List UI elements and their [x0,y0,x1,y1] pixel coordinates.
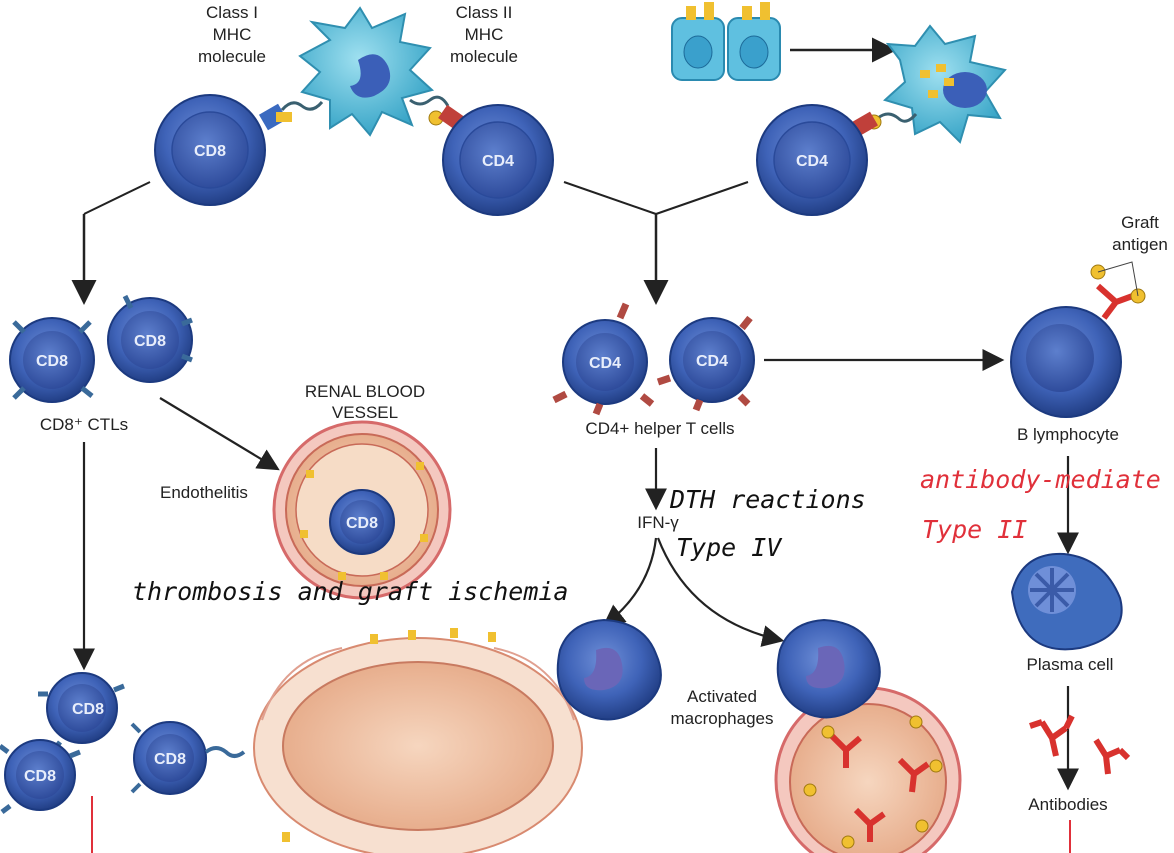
class1-mhc-label-line2: MHC [213,25,252,44]
cd8-ctl-cell-2: CD8 [107,294,193,383]
antibodies-icons [1029,714,1131,775]
renal-vessel-label-line1: RENAL BLOOD [305,382,425,401]
b-lymphocyte-label: B lymphocyte [1017,425,1119,444]
annotation-dth-reactions: DTH reactions [669,485,866,514]
renal-tubule [253,628,583,853]
plasma-cell-label: Plasma cell [1027,655,1114,674]
cd8-label: CD8 [154,751,186,768]
cd4-label: CD4 [696,353,728,370]
cd8-label: CD8 [72,701,104,718]
antibodies-label: Antibodies [1028,795,1107,814]
cd8-ctls-label: CD8⁺ CTLs [40,415,128,434]
dendritic-cell-left [298,6,435,137]
annotation-thrombosis: thrombosis and graft ischemia [132,577,569,606]
cd8-label: CD8 [36,353,68,370]
cd4-t-cell-top-left: CD4 [442,104,554,216]
cd8-cell-bottom-1: CD8 [38,672,125,752]
activated-macrophages-label-line1: Activated [687,687,757,706]
class1-mhc-label-line3: molecule [198,47,266,66]
cd8-t-cell-top: CD8 [154,94,266,206]
dendritic-cell-right [883,24,1007,144]
cd4-label: CD4 [796,153,828,170]
cd4-helper-cell-1: CD4 [552,302,655,416]
cd4-label: CD4 [482,153,514,170]
annotation-type-iv: Type IV [676,533,783,562]
cd4-helper-label: CD4+ helper T cells [585,419,734,438]
cd8-label: CD8 [346,515,378,532]
endothelitis-label: Endothelitis [160,483,248,502]
renal-blood-vessel: CD8 [272,420,452,600]
ifn-gamma-label: IFN-γ [637,513,679,532]
activated-macrophages-label-line2: macrophages [670,709,773,728]
b-lymphocyte [1010,261,1146,418]
graft-antigen-label-line2: antigen [1112,235,1168,254]
cd8-cell-bottom-3: CD8 [130,721,246,795]
graft-antigen-label-line1: Graft [1121,213,1159,232]
plasma-cell [1010,552,1123,651]
cd8-ctl-cell-1: CD8 [9,317,95,403]
macrophage-left [556,618,662,721]
class2-mhc-label-line2: MHC [465,25,504,44]
class1-mhc-label-line1: Class I [206,3,258,22]
graft-cells [671,2,781,81]
vessel-with-antibodies [774,686,962,853]
annotation-type-ii: Type II [922,515,1027,544]
cd8-cell-bottom-2: CD8 [0,739,81,814]
class2-mhc-label-line3: molecule [450,47,518,66]
cd8-label: CD8 [24,768,56,785]
cd8-label: CD8 [134,333,166,350]
annotation-antibody-mediated: antibody-mediate [920,465,1161,494]
cd4-label: CD4 [589,355,621,372]
cd8-label: CD8 [194,143,226,160]
mhc-class1-connector [258,101,324,131]
cd4-helper-cell-2: CD4 [656,315,755,412]
class2-mhc-label-line1: Class II [456,3,513,22]
renal-vessel-label-line2: VESSEL [332,403,398,422]
macrophage-right [776,618,881,719]
cd4-t-cell-top-right: CD4 [756,104,868,216]
